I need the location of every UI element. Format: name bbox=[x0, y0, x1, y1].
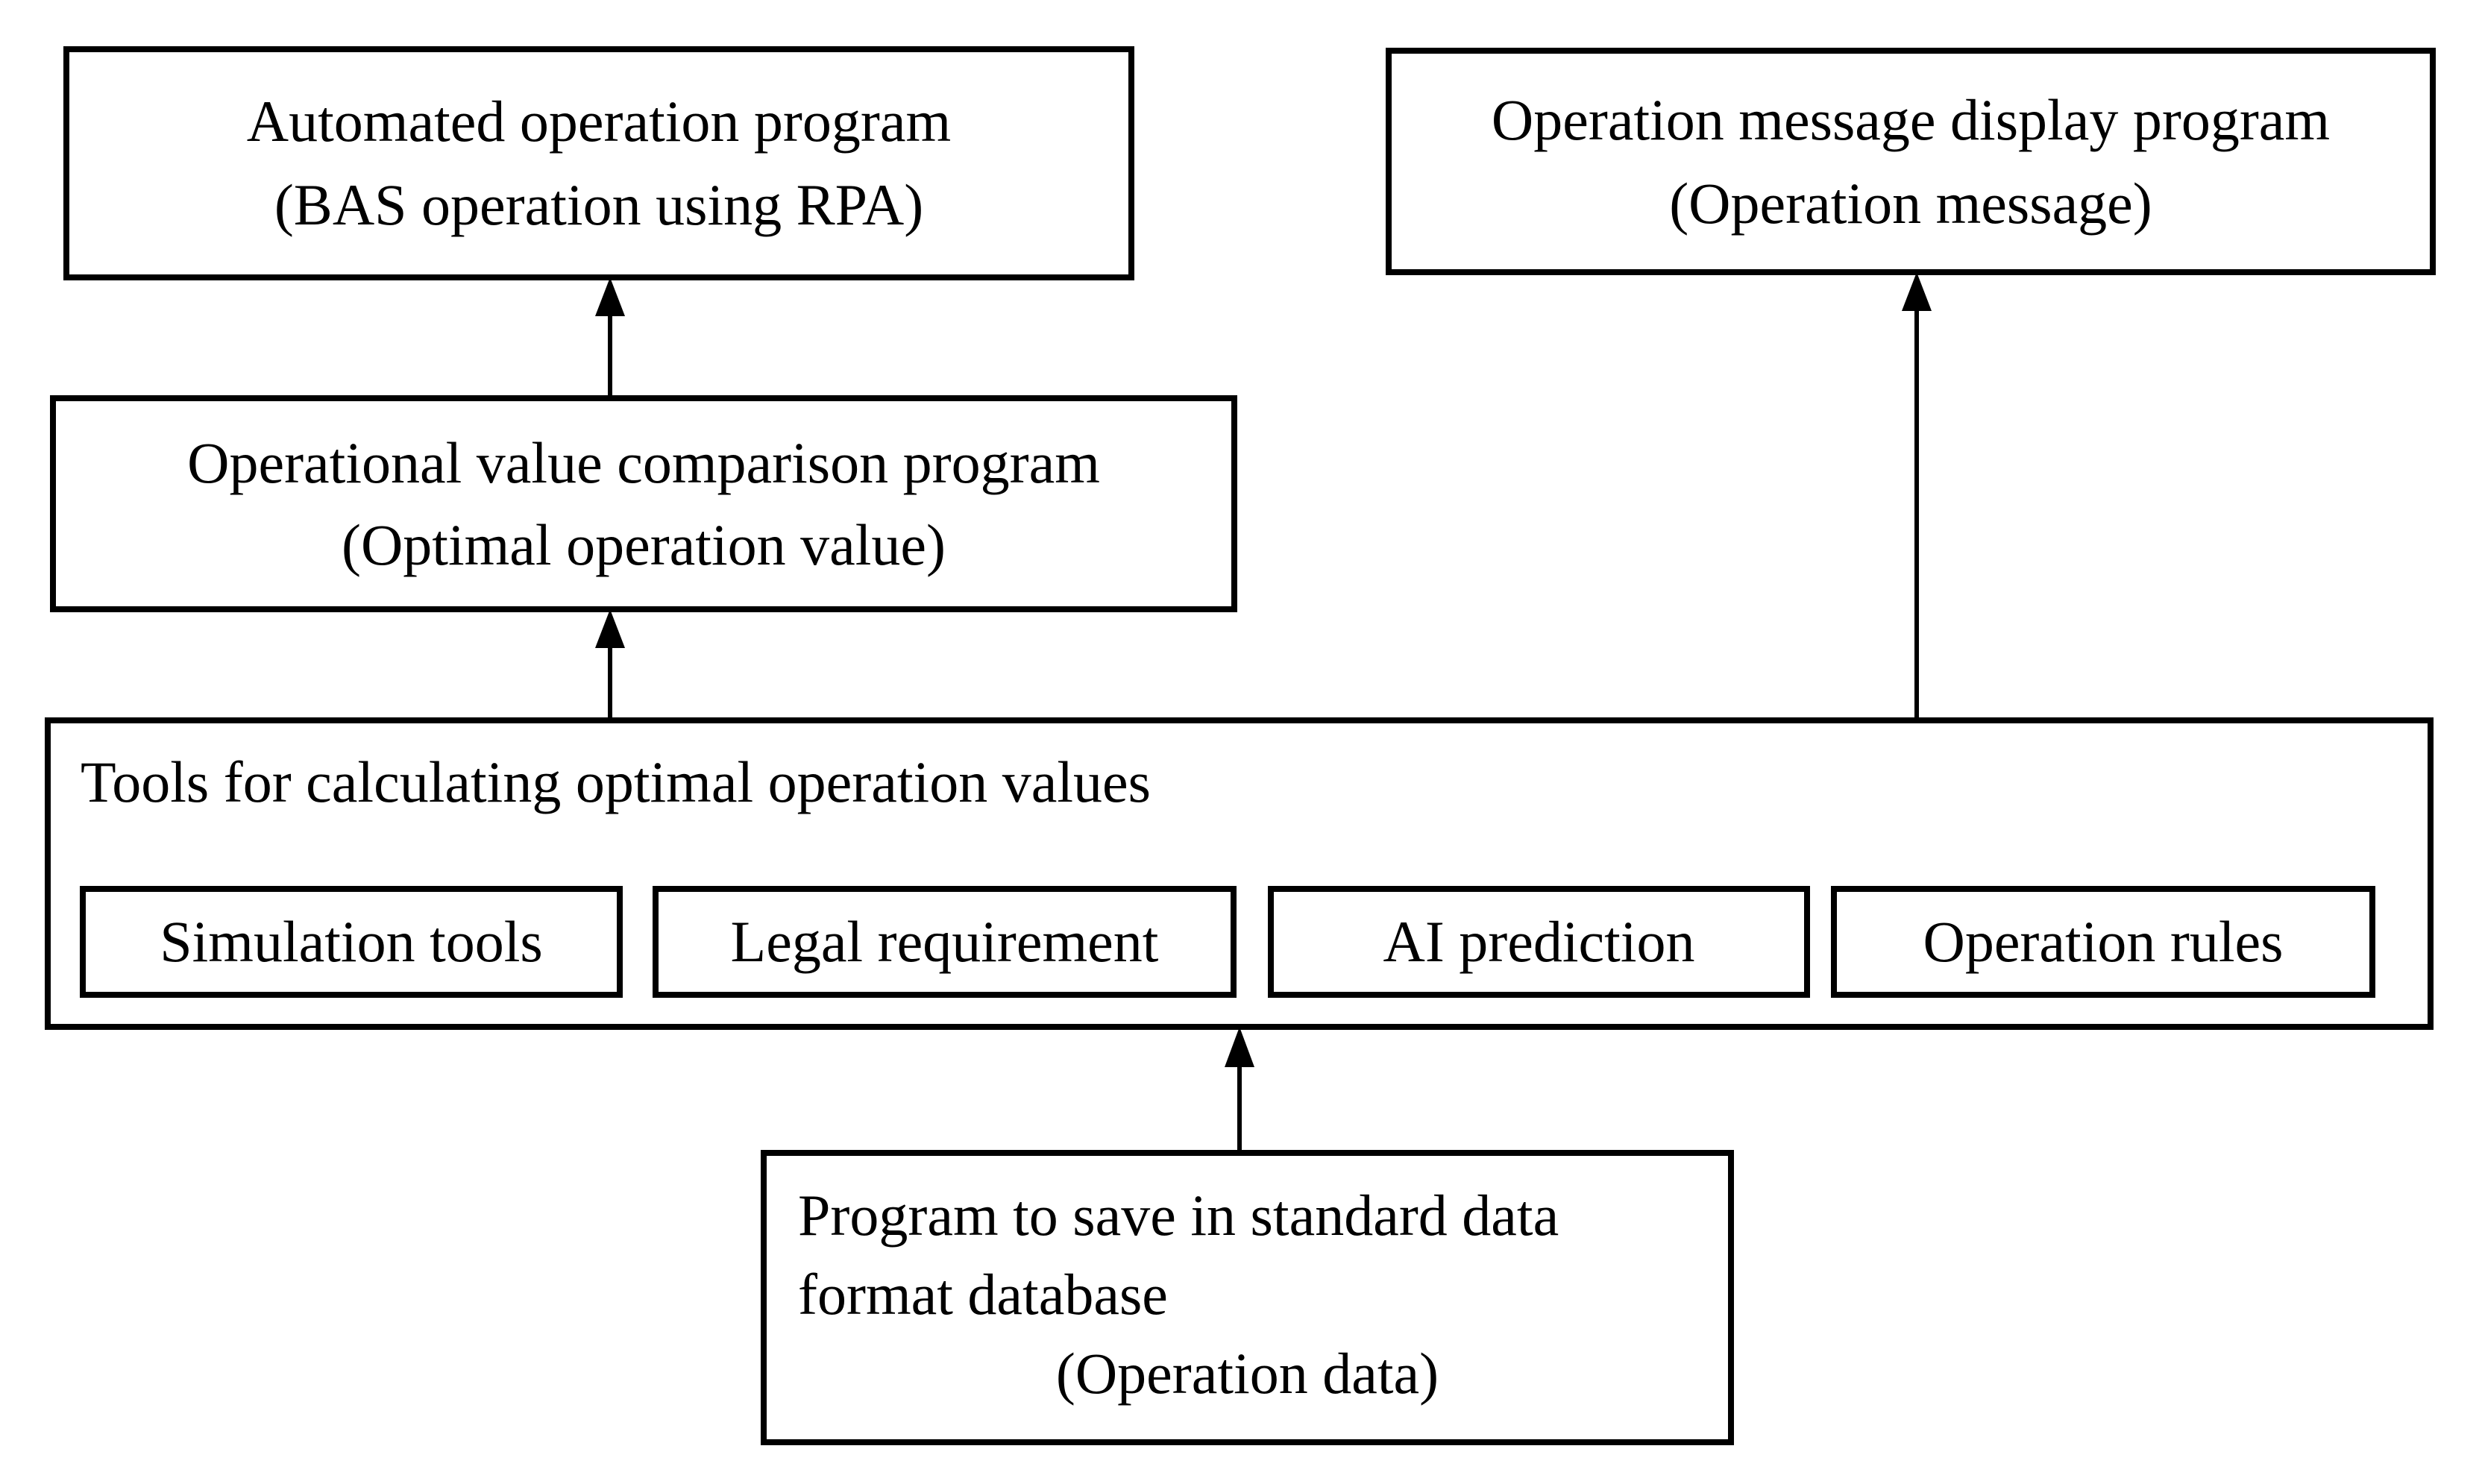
save-standard-data-format-database-box: Program to save in standard data format … bbox=[761, 1150, 1734, 1445]
simulation-tools-box: Simulation tools bbox=[80, 886, 623, 998]
automated-operation-program-subtitle: (BAS operation using RPA) bbox=[274, 172, 924, 237]
operation-message-display-program-subtitle: (Operation message) bbox=[1669, 170, 2152, 236]
arrow-save-to-tools bbox=[1225, 1027, 1254, 1151]
arrow-head-up-icon bbox=[595, 277, 625, 316]
automated-operation-program-box: Automated operation program (BAS operati… bbox=[63, 46, 1134, 280]
arrow-tools-to-message bbox=[1902, 272, 1932, 719]
operational-value-comparison-program-title: Operational value comparison program bbox=[187, 430, 1100, 495]
arrow-head-up-icon bbox=[595, 609, 625, 648]
ai-prediction-box: AI prediction bbox=[1268, 886, 1810, 998]
operational-value-comparison-program-subtitle: (Optimal operation value) bbox=[341, 512, 946, 577]
arrow-tools-to-comparison bbox=[595, 609, 625, 719]
save-program-line3: (Operation data) bbox=[1055, 1341, 1439, 1406]
tools-box-label: Tools for calculating optimal operation … bbox=[81, 749, 1151, 814]
legal-requirement-label: Legal requirement bbox=[730, 909, 1159, 974]
save-program-line2: format database bbox=[798, 1262, 1168, 1327]
arrow-comparison-to-automated bbox=[595, 277, 625, 397]
save-program-line1: Program to save in standard data bbox=[798, 1183, 1559, 1248]
automated-operation-program-title: Automated operation program bbox=[246, 89, 952, 154]
arrow-head-up-icon bbox=[1225, 1027, 1254, 1067]
operation-message-display-program-title: Operation message display program bbox=[1491, 87, 2331, 152]
arrow-head-up-icon bbox=[1902, 272, 1932, 311]
operational-value-comparison-program-box: Operational value comparison program (Op… bbox=[50, 395, 1237, 612]
ai-prediction-label: AI prediction bbox=[1383, 909, 1695, 974]
tools-for-calculating-optimal-operation-values-box: Tools for calculating optimal operation … bbox=[45, 717, 2434, 1030]
operation-message-display-program-box: Operation message display program (Opera… bbox=[1386, 48, 2436, 275]
legal-requirement-box: Legal requirement bbox=[653, 886, 1237, 998]
simulation-tools-label: Simulation tools bbox=[160, 909, 543, 974]
operation-rules-box: Operation rules bbox=[1831, 886, 2375, 998]
operation-rules-label: Operation rules bbox=[1923, 909, 2284, 974]
